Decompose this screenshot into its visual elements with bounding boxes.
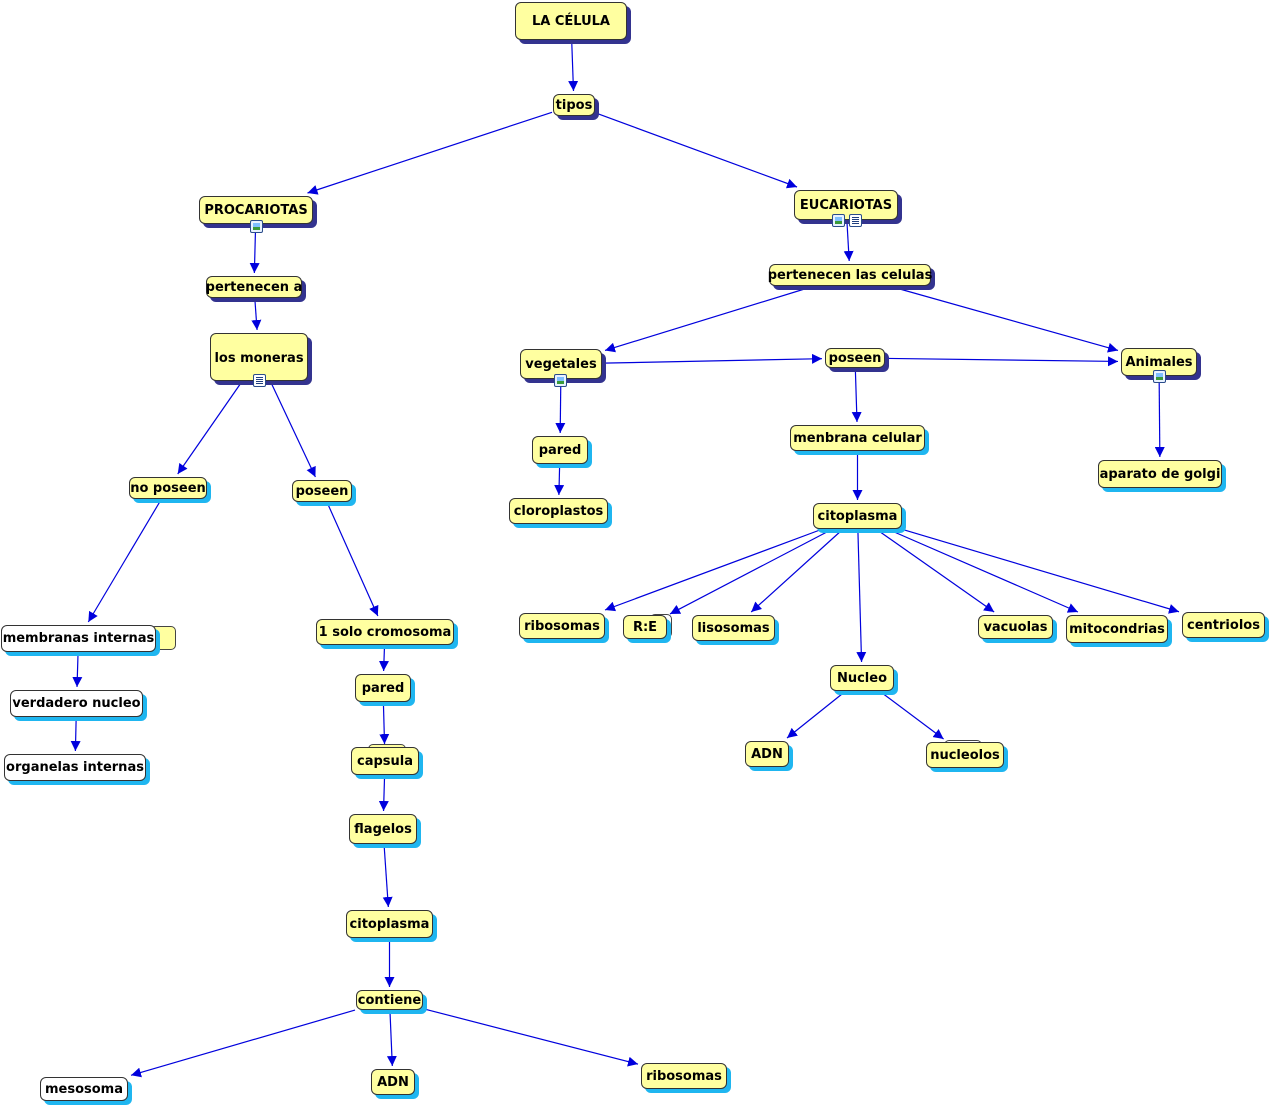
connector-arrow-procariotas-to-pertenecen-a	[249, 224, 260, 274]
connector-arrow-los-moneras-to-no-poseen	[177, 381, 243, 475]
concept-node-pared-right[interactable]: pared	[532, 436, 588, 464]
concept-node-poseen-left[interactable]: poseen	[292, 480, 352, 502]
concept-node-menbrana-celular[interactable]: menbrana celular	[790, 425, 925, 451]
connector-arrow-pertenecen-a-to-los-moneras	[251, 298, 262, 331]
image-icon[interactable]	[832, 214, 845, 227]
concept-node-adn-bottom[interactable]: ADN	[371, 1069, 415, 1095]
concept-node-pertenecen-a[interactable]: pertenecen a	[206, 276, 302, 298]
connector-arrow-citoplasma-right-to-ribosomas-right	[604, 529, 821, 612]
concept-node-flagelos[interactable]: flagelos	[349, 814, 417, 844]
concept-node-cloroplastos[interactable]: cloroplastos	[509, 498, 608, 524]
connector-arrow-tipos-to-eucariotas	[595, 112, 798, 189]
concept-node-citoplasma-left[interactable]: citoplasma	[346, 910, 433, 938]
connector-arrow-citoplasma-right-to-vacuolas	[877, 529, 995, 613]
connector-arrow-nucleo-to-nucleolos	[880, 691, 944, 740]
document-icon[interactable]	[849, 214, 862, 227]
concept-node-lisosomas[interactable]: lisosomas	[692, 615, 775, 641]
concept-node-poseen-right[interactable]: poseen	[825, 348, 885, 368]
connector-arrow-citoplasma-right-to-re	[669, 529, 831, 615]
concept-node-mitocondrias[interactable]: mitocondrias	[1066, 615, 1168, 643]
concept-node-mesosoma[interactable]: mesosoma	[40, 1077, 128, 1101]
concept-node-animales[interactable]: Animales	[1121, 348, 1197, 376]
concept-node-organelas-internas[interactable]: organelas internas	[4, 754, 146, 781]
concept-node-membranas-internas[interactable]: membranas internas	[1, 625, 156, 652]
connector-arrow-la-celula-to-tipos	[568, 40, 579, 92]
concept-node-vacuolas[interactable]: vacuolas	[978, 615, 1053, 639]
connector-arrow-nucleo-to-adn-right	[786, 691, 845, 739]
connector-arrow-pared-left-to-capsula	[379, 702, 390, 745]
concept-node-contiene[interactable]: contiene	[356, 990, 423, 1010]
image-icon[interactable]	[250, 220, 263, 233]
connector-arrow-vegetales-to-pared-right	[555, 379, 566, 434]
connector-arrow-animales-to-aparato-de-golgi	[1154, 376, 1165, 458]
connector-arrow-flagelos-to-citoplasma-left	[382, 844, 393, 908]
connector-arrow-poseen-left-to-un-solo-cromosoma	[326, 502, 379, 617]
connector-arrow-pertenecen-las-celulas-to-vegetales	[604, 286, 812, 353]
concept-node-no-poseen[interactable]: no poseen	[129, 477, 207, 499]
connector-arrow-no-poseen-to-membranas-internas	[87, 499, 162, 623]
connector-arrow-pertenecen-las-celulas-to-animales	[892, 286, 1119, 353]
concept-node-ribosomas-right[interactable]: ribosomas	[519, 613, 605, 639]
concept-node-verdadero-nucleo[interactable]: verdadero nucleo	[10, 690, 143, 717]
connector-arrow-contiene-to-mesosoma	[130, 1009, 356, 1078]
connector-arrow-contiene-to-ribosomas-bottom	[423, 1008, 639, 1067]
concept-node-adn-right[interactable]: ADN	[745, 741, 789, 767]
concept-node-tipos[interactable]: tipos	[553, 94, 595, 116]
image-icon[interactable]	[554, 374, 567, 387]
concept-node-aparato-de-golgi[interactable]: aparato de golgi	[1098, 460, 1222, 488]
connector-arrow-pared-right-to-cloroplastos	[554, 464, 565, 496]
concept-node-citoplasma-right[interactable]: citoplasma	[813, 503, 902, 529]
document-icon[interactable]	[253, 374, 266, 387]
concept-node-centriolos[interactable]: centriolos	[1182, 612, 1265, 638]
connector-arrow-citoplasma-right-to-nucleo	[856, 529, 867, 663]
connector-arrow-verdadero-nucleo-to-organelas-internas	[70, 717, 81, 752]
concept-node-la-celula[interactable]: LA CÉLULA	[515, 2, 627, 40]
connector-arrow-los-moneras-to-poseen-left	[270, 381, 316, 478]
connector-arrow-membranas-internas-to-verdadero-nucleo	[72, 652, 83, 688]
connector-arrow-vegetales-to-poseen-right	[602, 353, 823, 364]
connector-arrow-poseen-right-to-membrana-celular	[851, 368, 862, 423]
connector-arrow-capsula-to-flagelos	[378, 775, 389, 812]
concept-node-pared-left[interactable]: pared	[355, 674, 411, 702]
connector-arrow-eucariotas-to-pertenecen-las-celulas	[843, 220, 854, 262]
concept-node-re[interactable]: R:E	[623, 615, 667, 639]
concept-node-capsula[interactable]: capsula	[351, 747, 419, 775]
connector-arrow-citoplasma-right-to-mitocondrias	[889, 529, 1079, 613]
concept-node-nucleo[interactable]: Nucleo	[830, 665, 894, 691]
connector-arrow-tipos-to-procariotas	[307, 111, 553, 195]
connector-arrow-citoplasma-right-to-centriolos	[902, 528, 1180, 614]
connector-arrow-citoplasma-right-to-lisosomas	[750, 529, 843, 613]
connector-arrow-poseen-right-to-animales	[885, 356, 1119, 367]
concept-node-nucleolos[interactable]: nucleolos	[926, 742, 1004, 768]
concept-node-1-solo-cromosoma[interactable]: 1 solo cromosoma	[316, 619, 454, 645]
connector-arrow-un-solo-cromosoma-to-pared-left	[378, 645, 389, 672]
concept-node-pertenecen-las-celulas[interactable]: pertenecen las celulas	[768, 264, 932, 286]
concept-node-eucariotas[interactable]: EUCARIOTAS	[794, 190, 898, 220]
image-icon[interactable]	[1153, 370, 1166, 383]
concept-node-ribosomas-bottom[interactable]: ribosomas	[641, 1063, 727, 1089]
connector-arrow-contiene-to-adn-bottom	[386, 1010, 397, 1067]
